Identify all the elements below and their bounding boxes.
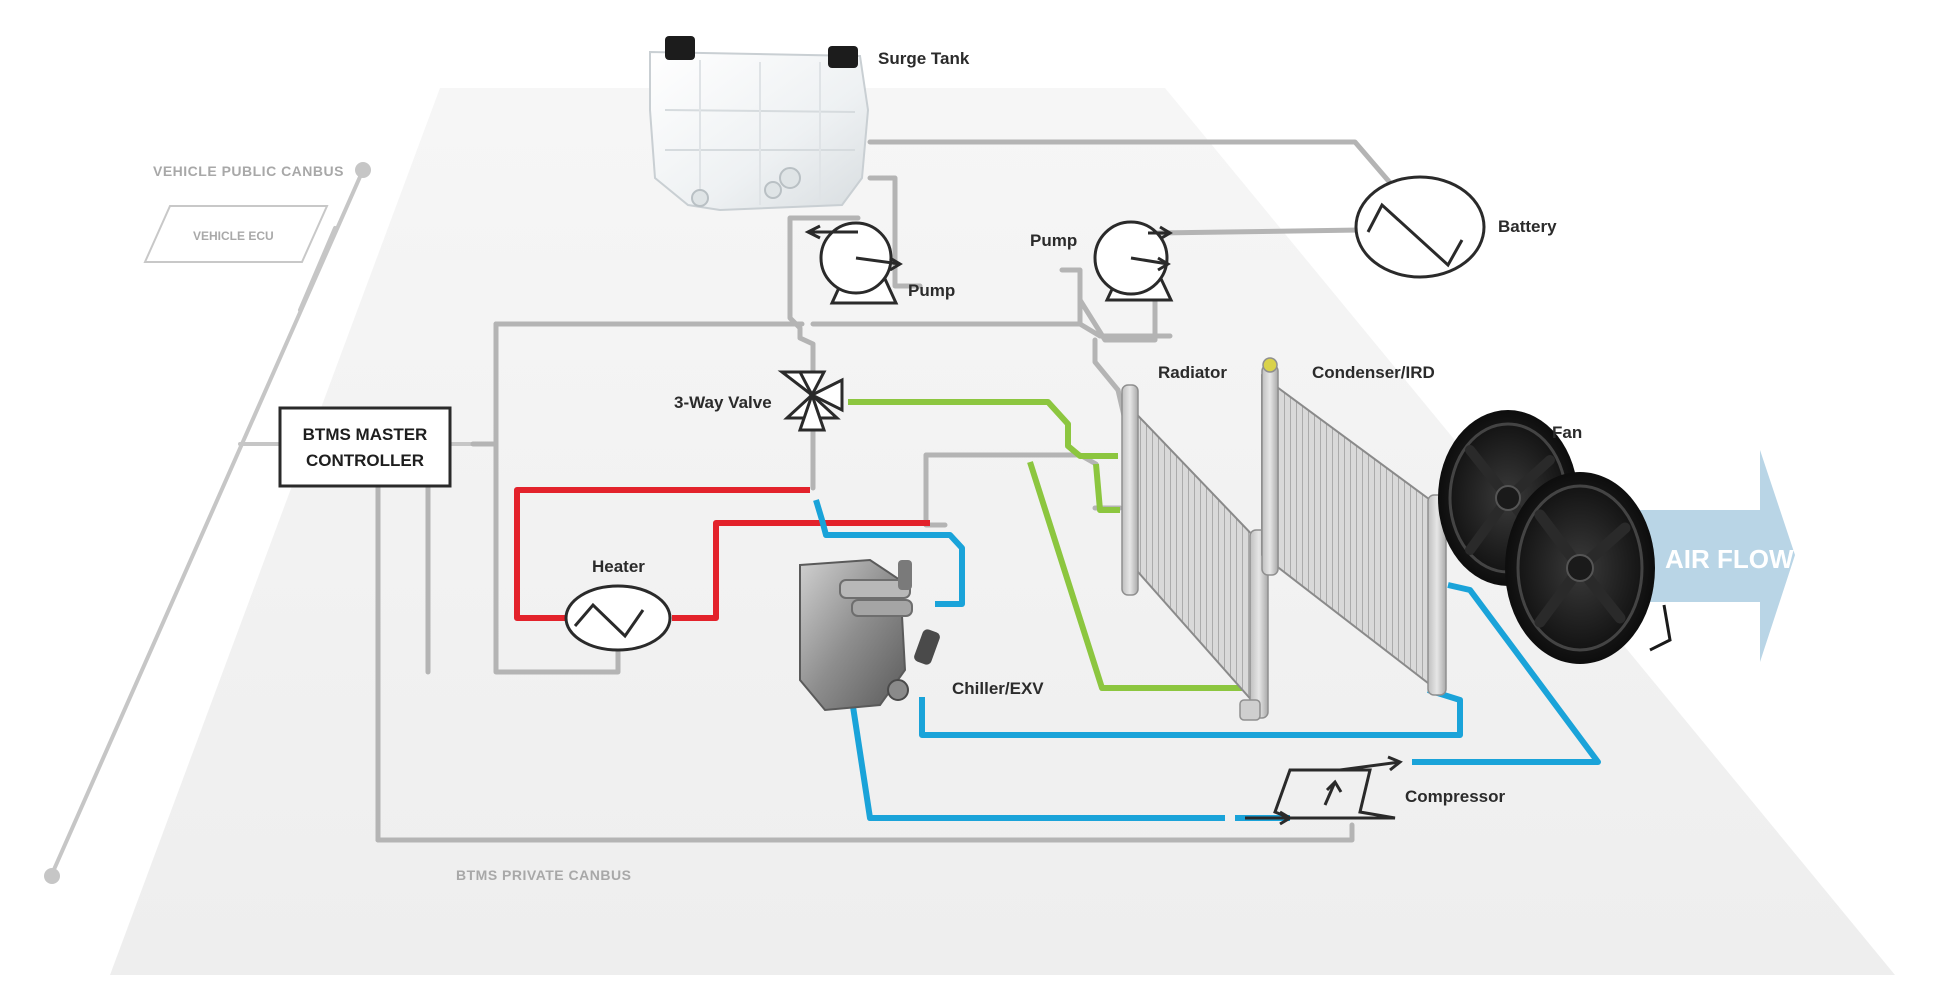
floor-plane — [110, 88, 1895, 975]
pump-top-label: Pump — [1030, 231, 1077, 250]
compressor-label: Compressor — [1405, 787, 1506, 806]
three-way-valve-label: 3-Way Valve — [674, 393, 772, 412]
air-flow-label: AIR FLOW — [1665, 544, 1794, 574]
controller-line1: BTMS MASTER — [303, 425, 428, 444]
pump-left-label: Pump — [908, 281, 955, 300]
chiller-exv-image — [799, 558, 940, 712]
condenser-image — [1261, 357, 1447, 696]
vehicle-ecu-label: VEHICLE ECU — [193, 229, 274, 243]
pump-top-symbol — [1093, 220, 1174, 302]
private-canbus-label: BTMS PRIVATE CANBUS — [456, 867, 631, 883]
surge-tank-image — [649, 36, 870, 212]
radiator-label: Radiator — [1158, 363, 1227, 382]
compressor-symbol — [1245, 755, 1403, 826]
btms-master-controller: BTMS MASTER CONTROLLER — [278, 406, 452, 488]
air-flow-arrow — [1630, 450, 1795, 662]
condenser-label: Condenser/IRD — [1312, 363, 1435, 382]
pump-left-symbol — [804, 221, 903, 305]
radiator-image — [1121, 384, 1269, 721]
radiator-loop — [848, 399, 1248, 691]
public-canbus-label: VEHICLE PUBLIC CANBUS — [153, 163, 344, 179]
heater-label: Heater — [592, 557, 645, 576]
chiller-label: Chiller/EXV — [952, 679, 1044, 698]
vehicle-ecu-box — [143, 205, 329, 263]
fan-image — [1438, 410, 1672, 664]
surge-tank-label: Surge Tank — [878, 49, 970, 68]
fan-label: Fan — [1552, 423, 1582, 442]
heater-symbol — [564, 584, 672, 652]
battery-symbol — [1354, 175, 1486, 279]
controller-line2: CONTROLLER — [306, 451, 424, 470]
coolant-loops-gray — [787, 139, 1401, 528]
battery-label: Battery — [1498, 217, 1557, 236]
three-way-valve-symbol — [777, 370, 844, 432]
